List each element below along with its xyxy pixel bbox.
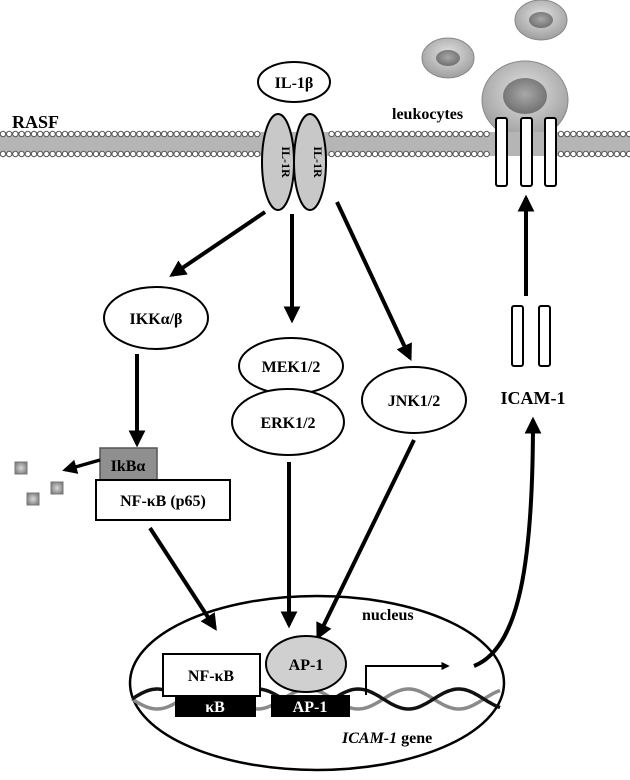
- arrow-gene-to-icam1: [473, 416, 542, 668]
- icam1-arrows: [473, 194, 542, 668]
- nfkb-p65-label: NF-κB (p65): [120, 493, 206, 510]
- nucleus-label: nucleus: [362, 607, 414, 624]
- arrow-ikba-degradation: [62, 458, 101, 474]
- degraded-ikba-fragments: [14, 461, 64, 506]
- ikk-node: IKKα/β: [103, 286, 209, 350]
- ikba-box: IkBα: [99, 447, 158, 483]
- icam1-gene-label: ICAM-1 gene: [341, 730, 432, 747]
- ap1-protein: AP-1: [265, 635, 347, 693]
- icam1-label: ICAM-1: [501, 388, 566, 408]
- membrane-icam1-molecules: [495, 117, 557, 187]
- erk-label: ERK1/2: [260, 415, 315, 432]
- il1r-left-label: IL-1R: [279, 146, 293, 178]
- kb-binding-site: κB: [175, 695, 256, 717]
- ap1-binding-site: AP-1: [271, 695, 350, 717]
- il1r-right-label: IL-1R: [311, 146, 325, 178]
- il1b-label: IL-1β: [275, 75, 314, 92]
- mek-node: MEK1/2: [238, 337, 344, 395]
- erk-node: ERK1/2: [231, 388, 345, 456]
- il1-receptor-right: IL-1R: [293, 113, 327, 211]
- mek-label: MEK1/2: [262, 359, 321, 376]
- transcription-start-arrow: [365, 661, 450, 695]
- nfkb-label: NF-κB: [188, 668, 235, 685]
- leukocytes-label: leukocytes: [392, 106, 463, 123]
- ap1-site-label: AP-1: [293, 699, 328, 716]
- jnk-node: JNK1/2: [361, 366, 467, 434]
- il1-receptor-left: IL-1R: [261, 113, 295, 211]
- nfkb-nuclear-box: NF-κB: [162, 653, 261, 697]
- arrow-receptor-to-ikk: [169, 210, 267, 277]
- nfkb-p65-box: NF-κB (p65): [95, 479, 231, 521]
- jnk-label: JNK1/2: [388, 393, 440, 410]
- leukocyte-small-top: [514, 0, 568, 41]
- nucleus: [128, 594, 506, 772]
- kb-site-label: κB: [205, 699, 225, 716]
- ikba-label: IkBα: [111, 458, 146, 475]
- gene-name: ICAM-1: [341, 730, 397, 747]
- il1b-ligand: IL-1β: [257, 61, 331, 103]
- receptor-arrows: [169, 201, 412, 362]
- gene-suffix: gene: [397, 730, 432, 747]
- ap1-protein-label: AP-1: [289, 657, 324, 674]
- arrow-nfkb-to-nucleus: [148, 526, 217, 631]
- rasf-label: RASF: [12, 112, 59, 132]
- arrow-receptor-to-jnk: [335, 201, 412, 362]
- icam1-vesicle: [511, 305, 551, 367]
- arrow-jnk-to-ap1: [316, 439, 416, 641]
- ikk-label: IKKα/β: [130, 311, 183, 328]
- leukocyte-small-left: [421, 37, 475, 79]
